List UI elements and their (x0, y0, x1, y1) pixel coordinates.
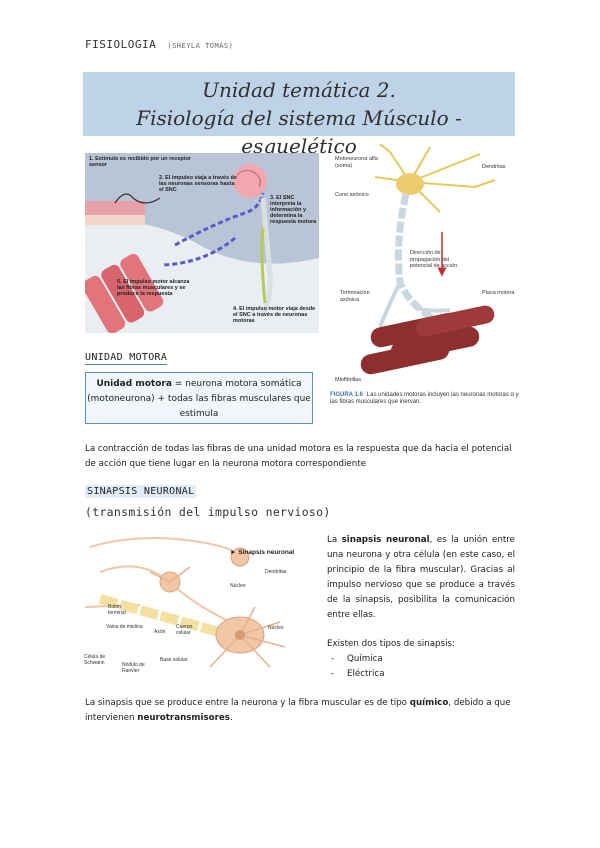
label-nucleus: Núcleo (230, 583, 246, 589)
label-axon-cone: Cono axónico (335, 192, 369, 198)
reflex-arc-illustration (82, 153, 319, 334)
title-line-2: Fisiología del sistema Músculo - esquelé… (136, 106, 462, 158)
label-schwann: Célula de Schwann (84, 654, 106, 666)
motor-unit-figure: Motoneurona alfa (soma) Dendritas Cono a… (330, 142, 520, 412)
label-plate: Placa motora (482, 290, 515, 296)
paragraph-contraction: La contracción de todas las fibras de un… (85, 444, 512, 469)
label-nucleus-2: Núcleo (268, 625, 284, 631)
types-intro: Existen dos tipos de sinapsis: (327, 639, 455, 649)
reflex-step-3: 3. El SNC interpreta la información y de… (270, 195, 317, 225)
label-cell-body: Cuerpo celular (176, 624, 193, 636)
paragraph-final: La sinapsis que se produce entre la neur… (85, 698, 511, 723)
reflex-arc-figure: 1. Estímulo es recibido por un receptor … (82, 153, 319, 334)
definition-text: = neurona motora somática (motoneurona) … (87, 379, 311, 419)
section-heading-motor-unit: UNIDAD MOTORA (85, 352, 168, 365)
document-header: FISIOLOGIA (SHEYLA TOMÁS) (85, 38, 233, 51)
subject-label: FISIOLOGIA (85, 38, 157, 51)
reflex-step-5: 5. El impulso motor alcanza las fibras m… (117, 279, 190, 297)
type-item-electric: -Eléctrica (331, 669, 385, 679)
label-terminal: Terminación axónica (340, 290, 370, 303)
label-myelin: Vaina de mielina (106, 624, 143, 630)
reflex-step-4: 4. El impulso motor viaja desde el SNC a… (233, 306, 316, 324)
label-axon: Axón (154, 629, 166, 635)
synapsis-term: sinapsis neuronal (341, 535, 430, 545)
title-line-1: Unidad temática 2. (202, 78, 396, 102)
figure-caption-text: Las unidades motoras incluyen las neuron… (330, 392, 519, 405)
label-base: Base celular (160, 657, 188, 663)
label-neuron-dendrites: Dendritas (265, 569, 287, 575)
paragraph-synapsis: La sinapsis neuronal, es la unión entre … (327, 535, 515, 620)
title-band: Unidad temática 2. Fisiología del sistem… (83, 72, 515, 158)
label-direction: Dirección de propagación del potencial d… (410, 250, 458, 269)
reflex-step-2: 2. El impulso viaja a través de las neur… (159, 175, 237, 193)
author-label: (SHEYLA TOMÁS) (167, 42, 234, 50)
definition-box: Unidad motora = neurona motora somática … (85, 372, 313, 424)
synapsis-types: Existen dos tipos de sinapsis: -Química … (327, 637, 517, 682)
label-myofibrils: Miofibrillas (335, 377, 361, 383)
figure-caption-label: FIGURA 1.6 (330, 392, 363, 398)
label-soma: Motoneurona alfa (soma) (335, 156, 378, 169)
definition-term: Unidad motora (96, 379, 172, 389)
section-heading-synapsis: SINAPSIS NEURONAL (85, 485, 197, 498)
neuron-illustration (84, 537, 286, 668)
motor-unit-illustration (360, 143, 496, 375)
neuron-figure: ► Sinapsis neuronal Dendritas Núcleo Bot… (80, 527, 314, 675)
label-dendrites: Dendritas (482, 164, 506, 170)
label-synapse: ► Sinapsis neuronal (230, 549, 295, 556)
synapsis-subtitle: (transmisión del impulso nervioso) (85, 505, 331, 519)
reflex-step-1: 1. Estímulo es recibido por un receptor … (89, 156, 192, 168)
type-item-chemical: -Química (331, 654, 383, 664)
term-neurotransmitters: neurotransmisores (137, 713, 230, 723)
term-chemical: químico (409, 698, 449, 708)
label-ranvier: Nódulo de Ranvier (122, 662, 145, 674)
label-axon-terminal: Botón terminal (108, 604, 126, 616)
